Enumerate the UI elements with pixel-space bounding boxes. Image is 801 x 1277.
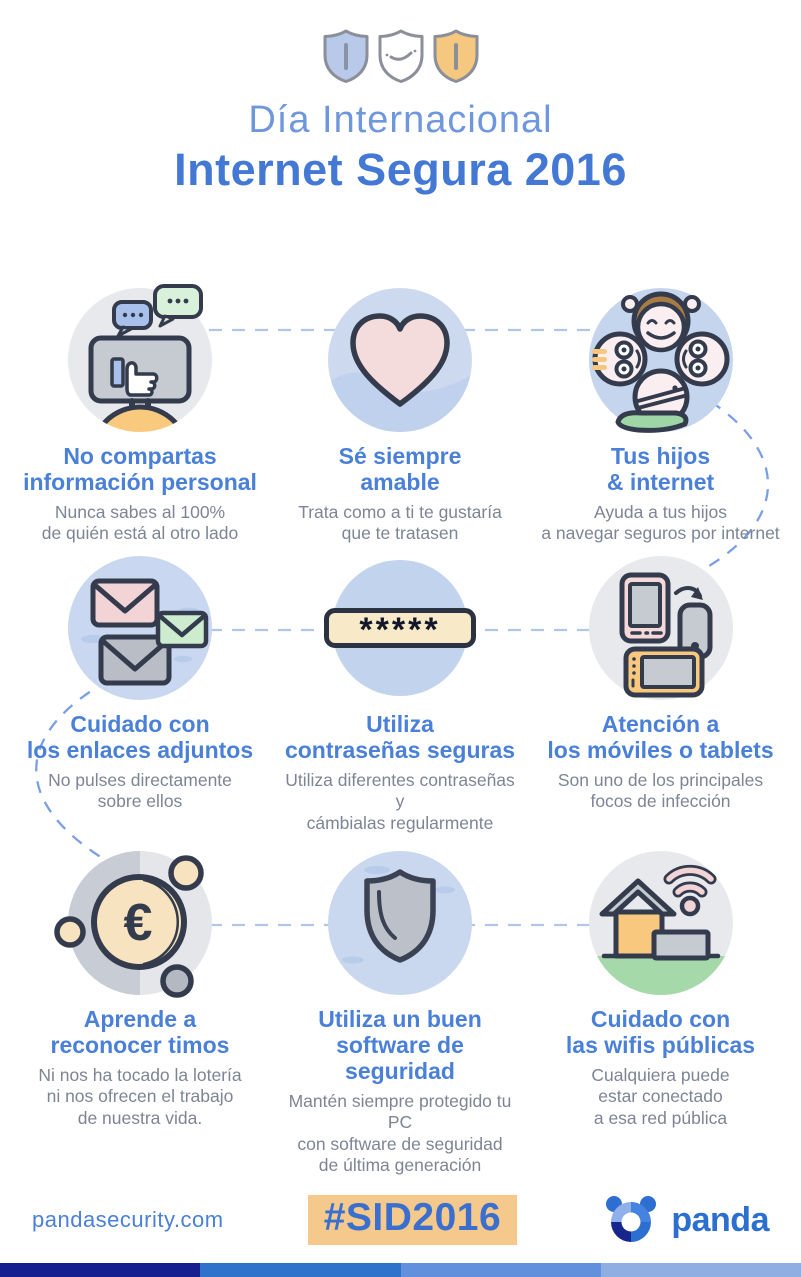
shield-smile-icon <box>378 29 423 83</box>
item-moviles-tablets: Atención a los móviles o tablets Son uno… <box>520 553 801 834</box>
password-asterisks: ***** <box>324 608 476 648</box>
bar-segment-4 <box>600 1263 801 1277</box>
item-title: Utiliza contraseñas seguras <box>284 711 516 763</box>
bar-segment-1 <box>0 1263 201 1277</box>
item-desc: Nunca sabes al 100% de quién está al otr… <box>41 501 239 544</box>
item-desc: Cualquiera puede estar conectado a esa r… <box>591 1064 730 1128</box>
item-se-siempre-amable: Sé siempre amable Trata como a ti te gus… <box>280 285 520 545</box>
item-title: Aprende a reconocer timos <box>50 1006 230 1058</box>
monitor-like-chat-icon <box>68 284 212 432</box>
envelopes-icon <box>68 556 212 700</box>
title-line-1: Día Internacional <box>248 99 553 141</box>
home-wifi-icon <box>588 851 733 996</box>
row-1: No compartas información personal Nunca … <box>0 284 801 545</box>
children-faces-icon <box>588 288 733 433</box>
item-title: Tus hijos & internet <box>606 443 715 495</box>
item-desc: No pulses directamente sobre ellos <box>48 769 232 812</box>
shield-blue-icon <box>323 29 368 83</box>
item-desc: Utiliza diferentes contraseñas y cámbial… <box>285 769 515 833</box>
bottom-bar <box>0 1263 801 1277</box>
item-tus-hijos-internet: Tus hijos & internet Ayuda a tus hijos a… <box>520 285 801 545</box>
item-title: Utiliza un buen software de seguridad <box>318 1006 482 1084</box>
item-title: Cuidado con los enlaces adjuntos <box>26 711 254 763</box>
item-enlaces-adjuntos: Cuidado con los enlaces adjuntos No puls… <box>0 553 280 834</box>
euro-coin-icon: € <box>54 851 212 998</box>
shields-row <box>0 28 801 85</box>
item-desc: Son uno de los principales focos de infe… <box>557 769 764 812</box>
euro-symbol: € <box>124 894 153 952</box>
item-no-compartas-informacion: No compartas información personal Nunca … <box>0 284 280 545</box>
security-shield-icon <box>328 851 472 995</box>
hashtag-badge: #SID2016 <box>307 1195 518 1245</box>
bar-segment-2 <box>200 1263 401 1277</box>
item-desc: Ni nos ha tocado la lotería ni nos ofrec… <box>38 1064 242 1128</box>
panda-logo-icon <box>606 1196 657 1242</box>
footer-url-link[interactable]: pandasecurity.com <box>32 1207 224 1232</box>
shield-orange-icon <box>433 29 478 83</box>
bar-segment-3 <box>400 1263 601 1277</box>
item-desc: Trata como a ti te gustaría que te trata… <box>298 501 502 544</box>
item-title: Sé siempre amable <box>338 443 462 495</box>
row-2: Cuidado con los enlaces adjuntos No puls… <box>0 553 801 834</box>
panda-logo: panda <box>601 1194 769 1246</box>
header-section: Día Internacional Internet Segura 2016 <box>0 0 801 196</box>
item-wifis-publicas: Cuidado con las wifis públicas Cualquier… <box>520 848 801 1176</box>
title-line-2: Internet Segura 2016 <box>174 144 627 195</box>
mobile-devices-icon <box>588 556 733 700</box>
panda-brand-text: panda <box>671 1200 769 1239</box>
item-contrasenas-seguras: ***** Utiliza contraseñas seguras Utiliz… <box>280 553 520 834</box>
row-3: € Aprende a reconocer timos Ni nos ha to… <box>0 848 801 1176</box>
item-desc: Mantén siempre protegido tu PC con softw… <box>288 1090 512 1175</box>
item-title: No compartas información personal <box>23 443 257 495</box>
item-desc: Ayuda a tus hijos a navegar seguros por … <box>541 501 780 544</box>
item-title: Cuidado con las wifis públicas <box>565 1006 756 1058</box>
item-title: Atención a los móviles o tablets <box>547 711 774 763</box>
footer-section: pandasecurity.com #SID2016 panda <box>0 1192 801 1248</box>
item-reconocer-timos: € Aprende a reconocer timos Ni nos ha to… <box>0 848 280 1176</box>
item-software-seguridad: Utiliza un buen software de seguridad Ma… <box>280 848 520 1176</box>
heart-icon <box>328 288 472 432</box>
